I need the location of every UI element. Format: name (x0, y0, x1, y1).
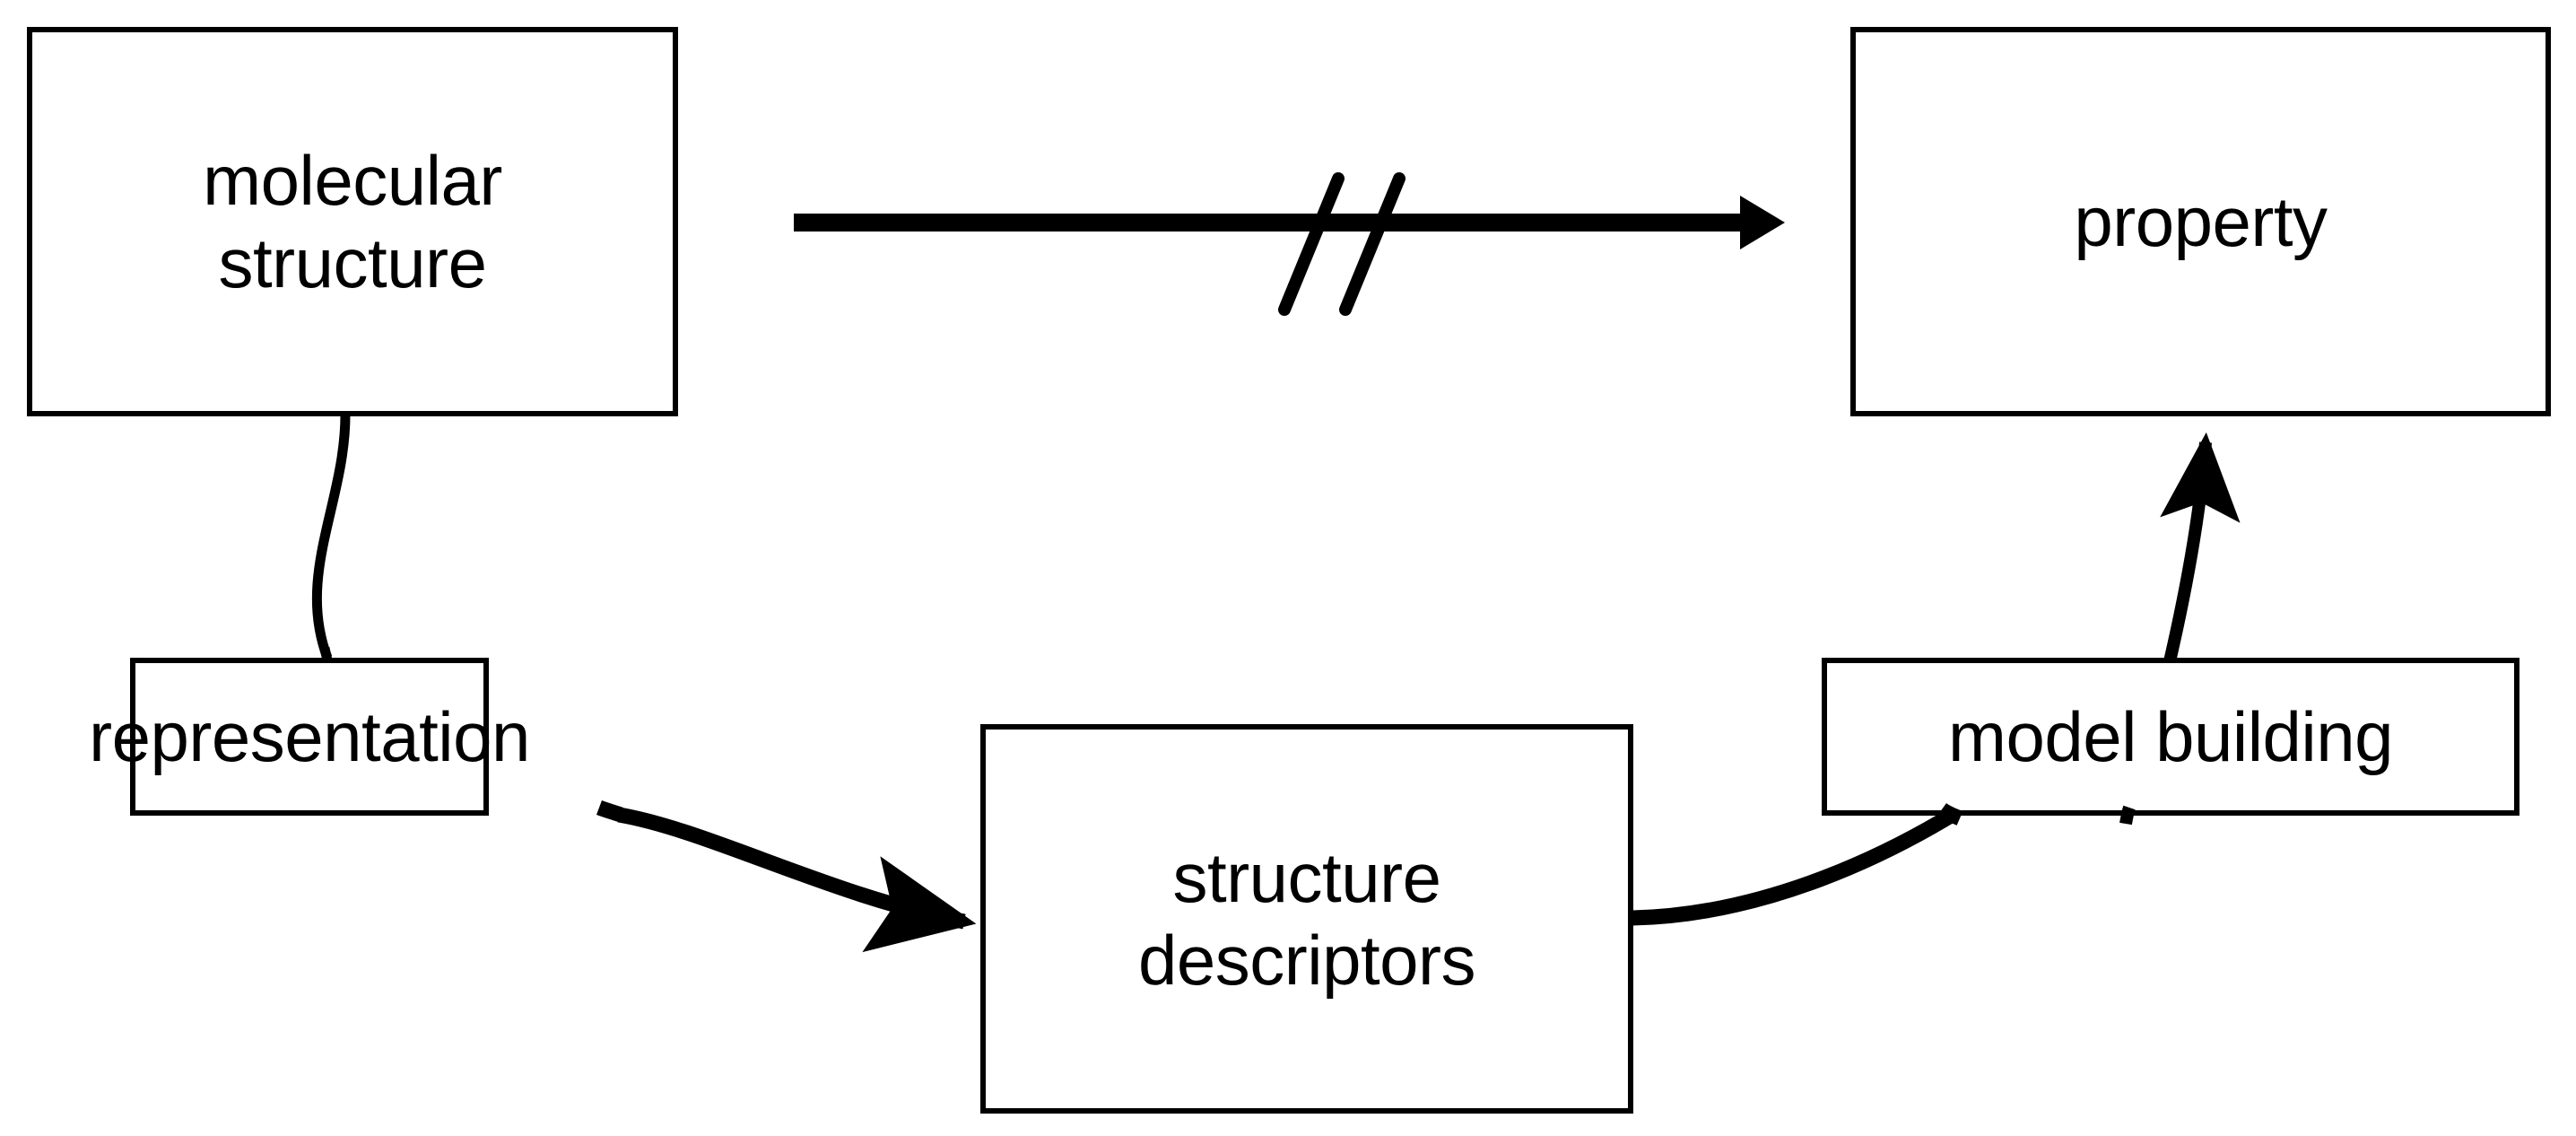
edge-molecular-structure-to-representation (311, 414, 351, 660)
edge-structure-descriptors-to-model-building (1632, 808, 1955, 926)
double-slash-icon (1278, 172, 1405, 316)
edge-representation-to-structure-descriptors (617, 807, 977, 953)
node-structure-descriptors[interactable]: structure descriptors (980, 724, 1633, 1114)
node-property-label: property (2074, 181, 2328, 261)
node-molecular-structure-label: molecular structure (203, 140, 502, 302)
arrow-head-icon (1740, 196, 1785, 249)
node-molecular-structure[interactable]: molecular structure (27, 27, 678, 416)
node-structure-descriptors-label: structure descriptors (1138, 837, 1475, 1000)
node-representation[interactable]: representation (89, 658, 530, 816)
edge-molecular-structure-to-property (794, 172, 1785, 316)
node-model-building[interactable]: model building (1822, 658, 2519, 816)
node-representation-label: representation (89, 696, 530, 776)
node-property[interactable]: property (1850, 27, 2551, 416)
node-model-building-label: model building (1947, 696, 2394, 776)
